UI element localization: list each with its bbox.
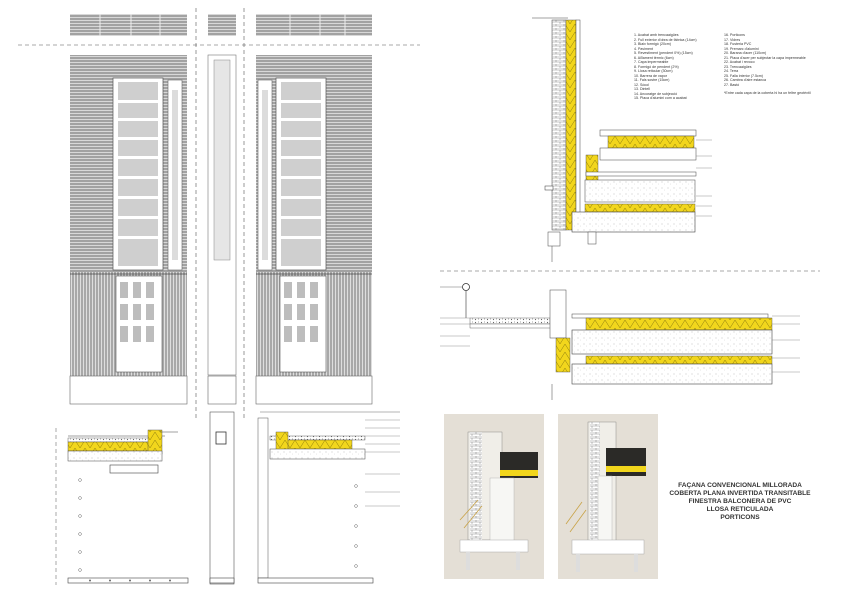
title-line: LLOSA RETICULADA [706,506,774,513]
legend-item: 11. Fals sostre (15cm) [634,78,670,82]
legend-item: 14. Ancoratge de subjecció [634,91,678,96]
legend-item: 27. Bastó [724,82,740,87]
legend-item: 16. Porticons [724,33,745,37]
legend-item: 24. Terra [724,69,739,73]
legend-item: 8. Formigó de pendent (2%) [634,64,679,69]
legend-item: 13. Dintell [634,87,650,91]
legend-item: 3. Biaix formigó (20cm) [634,42,671,46]
title-line: FINESTRA BALCONERA DE PVC [688,498,792,505]
legend-item: 26. Cambra d'aire estanca [724,78,767,82]
plan-detail-drawing [55,411,400,585]
legend-item: 6. Aïllament tèrmic (6cm) [634,55,674,60]
legend-item: 22. Acabat i revoco [724,60,755,64]
section-drawing [532,17,712,262]
legend-item: 4. Paviment [634,46,653,51]
legend-left: 1. Acabat amb trencaaigües 2. Full exter… [634,33,697,101]
legend-item: 9. Llosa reticular (30cm) [634,69,673,73]
legend-item: 10. Barrera de vapor [634,73,667,78]
legend-item: 5. Revestiment (pendent 0%) (15cm) [634,51,693,55]
legend-item: 18. Fusteria PVC [724,42,752,46]
legend-note: *Entre cada capa de la coberta hi ha un … [724,91,811,95]
legend-item: 19. Premarc d'alumini [724,46,759,51]
legend-item: 7. Capa impermeable [634,60,669,64]
legend-right: 16. Porticons 17. Vidres 18. Fusteria PV… [724,33,806,87]
section-drawing [440,283,800,400]
legend-item: 20. Barana d'acer (110cm) [724,51,767,55]
legend-item: 12. Sòcol [634,82,649,87]
model-photo [444,414,658,579]
title-line: FAÇANA CONVENCIONAL MILLORADA [678,482,802,489]
sheet-title: FAÇANA CONVENCIONAL MILLORADA COBERTA PL… [640,482,840,522]
title-line: PORTICONS [720,514,760,521]
legend-item: 17. Vidres [724,37,741,42]
legend-item: 25. Falla interior (7.5cm) [724,73,763,78]
title-line: COBERTA PLANA INVERTIDA TRANSITABLE [669,490,811,497]
legend-item: 15. Placa d'alumini com a acabat [634,96,687,100]
legend-item: 1. Acabat amb trencaaigües [634,33,679,37]
elevation-drawing [18,8,420,420]
legend-item: 23. Trencaaigües [724,64,752,69]
legend-item: 21. Placa d'acer per subjectar la capa i… [724,55,806,60]
legend-item: 2. Full exterior d'obra de fàbrica (14cm… [634,37,697,42]
